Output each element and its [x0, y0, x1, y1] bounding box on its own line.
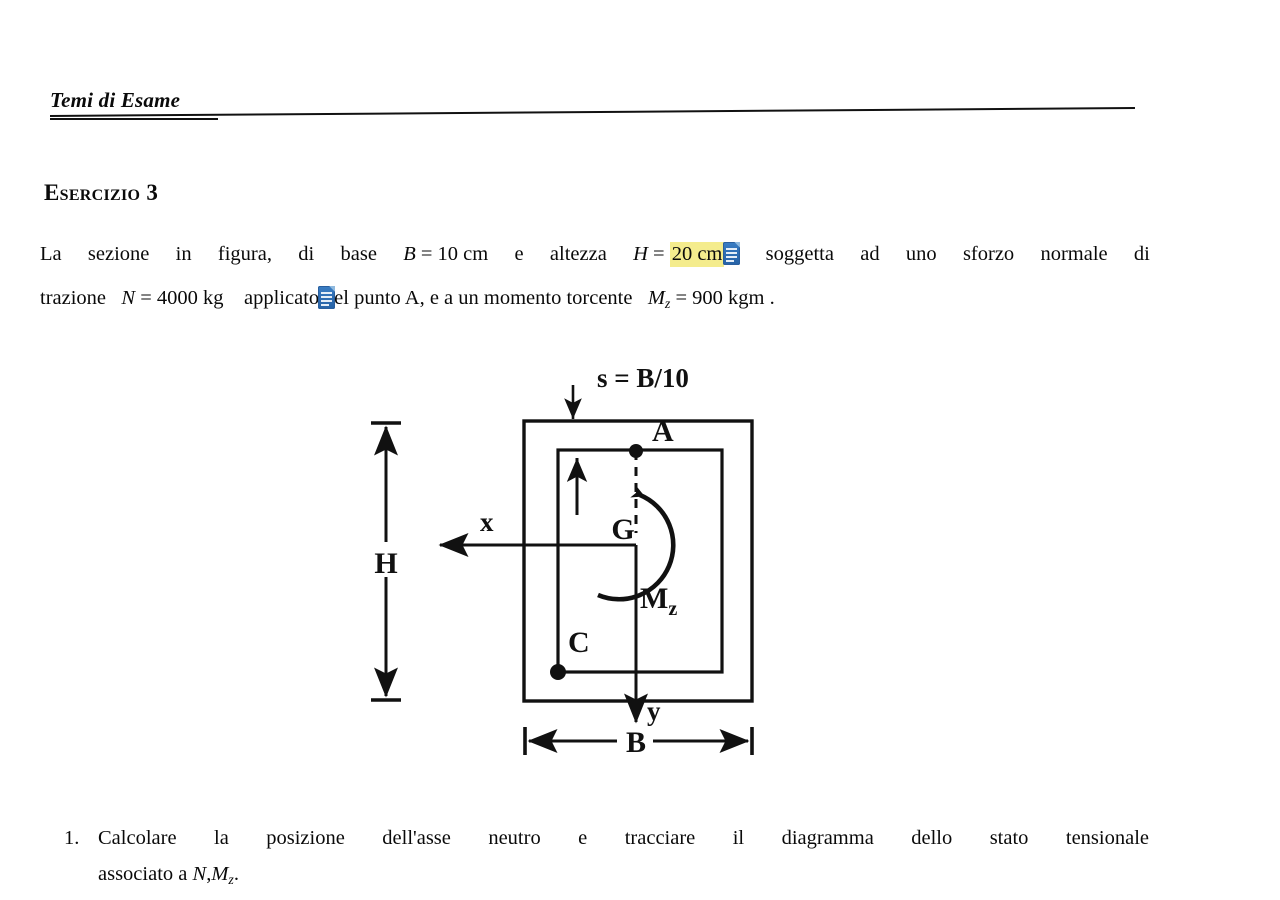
statement-word: di: [298, 243, 315, 265]
y-axis-label: y: [647, 696, 661, 726]
question-word: dello: [911, 827, 953, 849]
symbol-H: H: [633, 243, 648, 265]
point-a-label: A: [652, 415, 674, 448]
question-line-2: associato a N,Mz.: [98, 856, 1149, 899]
symbol-B: B: [403, 243, 416, 265]
statement-word: normale: [1040, 243, 1108, 265]
question-word: tensionale: [1065, 827, 1149, 849]
questions-list: 1. Calcolare la posizione dell'asse neut…: [64, 820, 1149, 899]
statement-line-1: La sezione in figura, di base B = 10 cm …: [40, 232, 1150, 276]
statement-word: figura,: [217, 243, 272, 265]
statement-word: sforzo: [962, 243, 1015, 265]
page-header-title: Temi di Esame: [50, 88, 181, 112]
symbol-Mz-subscript: z: [664, 296, 671, 312]
exercise-heading-text: Esercizio 3: [44, 180, 159, 205]
symbol-Mz-subscript: z: [228, 872, 234, 888]
statement-word: La: [40, 243, 62, 265]
x-axis-label: x: [480, 507, 494, 537]
statement-word: e: [514, 243, 524, 265]
centroid-label: G: [611, 513, 634, 546]
statement-word: altezza: [549, 243, 607, 265]
question-item: 1. Calcolare la posizione dell'asse neut…: [64, 820, 1149, 899]
torsional-moment-symbol: M: [640, 582, 668, 615]
symbol-Mz: M: [211, 863, 229, 885]
question-number: 1.: [64, 827, 80, 849]
statement-word: el punto A, e a un momento torcente: [334, 287, 633, 309]
statement-word: applicato: [244, 287, 320, 309]
question-word: e: [578, 827, 588, 849]
base-dimension-expression: B = 10 cm: [403, 232, 488, 276]
question-word: dell'asse: [382, 827, 451, 849]
torsional-moment-arc: [597, 485, 676, 602]
question-word: neutro: [488, 827, 541, 849]
page-header: Temi di Esame: [49, 88, 1150, 128]
statement-word: sezione: [87, 243, 150, 265]
height-dimension-label: H: [374, 547, 397, 580]
torsional-moment-label: Mz: [640, 582, 677, 620]
base-dimension-label: B: [626, 726, 646, 759]
thickness-label: s = B/10: [597, 363, 689, 393]
question-word: stato: [989, 827, 1029, 849]
point-c-label: C: [568, 626, 590, 659]
period: .: [233, 863, 239, 885]
equals-sign: =: [653, 243, 665, 265]
question-word: la: [214, 827, 229, 849]
statement-line-2: trazione N = 4000 kg applicato el punto A…: [40, 276, 1150, 327]
value-Mz: = 900 kgm .: [675, 287, 775, 309]
value-B: = 10 cm: [420, 243, 489, 265]
comma: ,: [206, 863, 212, 885]
question-word: Calcolare: [98, 827, 177, 849]
problem-statement: La sezione in figura, di base B = 10 cm …: [40, 232, 1150, 327]
header-rule: [49, 107, 1135, 117]
statement-word: soggetta: [765, 243, 834, 265]
symbol-Mz: M: [647, 287, 665, 309]
value-N: = 4000 kg: [140, 287, 224, 309]
question-text: associato a: [98, 863, 188, 885]
question-word: il: [732, 827, 745, 849]
point-a-marker: [629, 444, 643, 458]
torsional-moment-subscript: z: [668, 598, 677, 620]
question-line-1: Calcolare la posizione dell'asse neutro …: [98, 820, 1149, 856]
point-c-marker: [550, 664, 566, 680]
statement-word: uno: [905, 243, 937, 265]
symbol-N: N: [121, 287, 136, 309]
statement-word: in: [175, 243, 192, 265]
question-word: tracciare: [624, 827, 696, 849]
question-word: diagramma: [781, 827, 874, 849]
document-note-icon[interactable]: [723, 242, 741, 265]
document-note-icon[interactable]: [318, 286, 336, 309]
torsional-moment-expression: Mz = 900 kgm .: [647, 287, 775, 312]
statement-word: ad: [860, 243, 880, 265]
question-body: Calcolare la posizione dell'asse neutro …: [98, 820, 1149, 899]
statement-word: di: [1133, 243, 1150, 265]
symbol-N: N: [192, 863, 207, 885]
exercise-heading: Esercizio 3: [44, 180, 158, 206]
height-dimension-expression: H = 20 cm: [633, 232, 741, 276]
header-title-underline: [50, 118, 218, 120]
highlighted-value-H: 20 cm: [669, 242, 725, 267]
cross-section-figure: s = B/10 H B y x A C G Mz: [340, 355, 810, 775]
question-word: posizione: [266, 827, 345, 849]
statement-word: trazione: [40, 287, 107, 309]
axial-force-expression: N = 4000 kg: [121, 287, 228, 309]
statement-word: base: [340, 243, 377, 265]
